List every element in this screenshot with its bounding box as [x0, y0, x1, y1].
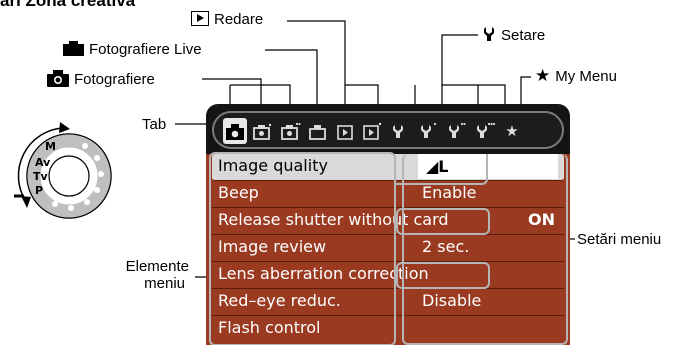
my-menu-line — [520, 76, 531, 104]
menu-item-release-shutter[interactable]: Release shutter without card ON — [212, 208, 564, 235]
tab-live-view[interactable] — [307, 120, 329, 142]
menu-item-flash-control[interactable]: Flash control — [218, 318, 321, 337]
setare-callout: Setare — [483, 26, 545, 44]
playback-icon — [191, 11, 209, 26]
dial-av: Av — [35, 156, 51, 169]
wrench-icon — [483, 26, 497, 42]
fotografiere-callout: Fotografiere — [47, 70, 155, 88]
camera-icon — [47, 70, 69, 87]
menu-list: Image quality ◢L Beep Enable Release shu… — [206, 152, 570, 345]
fotografiere-ticks — [229, 84, 262, 104]
tab-setup-3[interactable] — [445, 120, 467, 142]
tab-my-menu-star-icon[interactable]: ★ — [505, 122, 519, 140]
tab-shoot-3[interactable] — [279, 120, 301, 142]
tab-setup-1[interactable] — [389, 120, 411, 142]
menu-item-beep[interactable]: Beep Enable — [212, 181, 564, 208]
setare-ticks — [414, 85, 479, 104]
red-eye-value: Disable — [422, 291, 482, 310]
image-quality-value: ◢L — [418, 154, 558, 179]
tab-shoot-2[interactable] — [251, 120, 273, 142]
menu-item-lens-aberration[interactable]: Lens aberration correction — [212, 262, 564, 289]
dial-m: M — [45, 140, 56, 153]
menu-item-image-review[interactable]: Image review 2 sec. — [212, 235, 564, 262]
menu-item-image-quality[interactable]: Image quality ◢L — [212, 154, 564, 181]
beep-value: Enable — [422, 183, 477, 202]
fotografiere-live-callout: Fotografiere Live — [63, 41, 202, 58]
menu-item-red-eye[interactable]: Red–eye reduc. Disable — [212, 289, 564, 316]
header-partial: ări Zona creativă — [0, 0, 136, 10]
dial-p: P — [35, 184, 43, 197]
camera-filled-icon — [63, 41, 84, 56]
setari-meniu-callout: Setări meniu — [577, 231, 662, 248]
redare-line — [287, 20, 379, 104]
mode-dial-icon: M Av Tv P — [14, 122, 112, 219]
tab-setup-2[interactable] — [417, 120, 439, 142]
tab-callout: Tab — [142, 116, 167, 133]
dial-tv: Tv — [33, 170, 49, 183]
tab-playback-2[interactable] — [361, 120, 383, 142]
fotografiere-line — [202, 78, 291, 104]
star-icon: ★ — [535, 66, 551, 86]
image-review-value: 2 sec. — [422, 237, 470, 256]
tab-shoot-1[interactable] — [223, 118, 247, 144]
elemente-meniu-callout: Elemente meniu — [125, 258, 189, 292]
redare-callout: Redare — [191, 11, 263, 28]
release-shutter-value: ON — [528, 210, 555, 229]
camera-menu-screen: ★ Image quality ◢L Beep Enable Release s… — [206, 104, 570, 345]
tab-setup-4[interactable] — [473, 120, 496, 142]
tab-playback-1[interactable] — [335, 120, 357, 142]
my-menu-callout: ★My Menu — [535, 66, 617, 86]
fotografiere-live-line — [265, 49, 318, 104]
setare-line — [441, 34, 506, 104]
tab-bar: ★ — [212, 111, 564, 149]
